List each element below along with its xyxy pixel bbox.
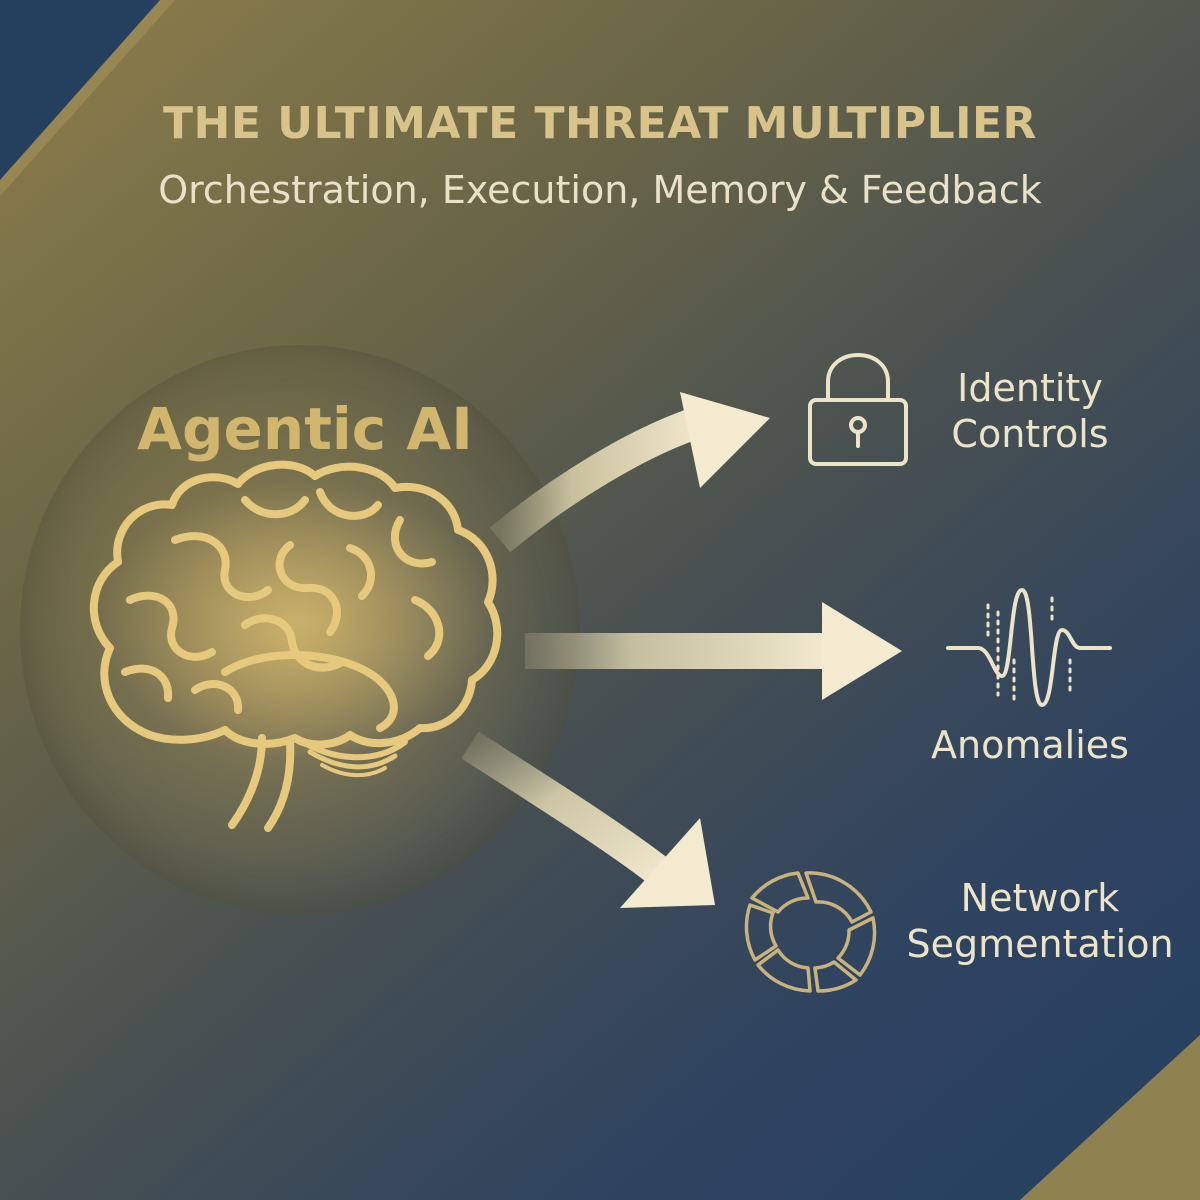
identity-line-1: Identity: [957, 366, 1103, 410]
network-line-1: Network: [960, 876, 1120, 920]
arrow-to-network-segmentation: [461, 731, 715, 908]
page-title: THE ULTIMATE THREAT MULTIPLIER: [163, 98, 1037, 149]
waveform-icon: [946, 588, 1112, 707]
padlock-icon: [808, 353, 908, 466]
page-subtitle: Orchestration, Execution, Memory & Feedb…: [158, 168, 1042, 212]
brain-icon: [89, 460, 502, 832]
output-label-anomalies: Anomalies: [915, 722, 1145, 768]
arrow-to-identity-controls: [489, 392, 770, 553]
network-line-2: Segmentation: [906, 922, 1174, 966]
arrow-to-anomalies: [525, 602, 902, 700]
anomalies-line-1: Anomalies: [931, 723, 1129, 767]
agentic-ai-label: Agentic AI: [137, 395, 473, 463]
segmented-ring-icon: [744, 871, 877, 993]
output-label-identity-controls: Identity Controls: [915, 365, 1145, 457]
output-label-network-segmentation: Network Segmentation: [895, 875, 1185, 967]
identity-line-2: Controls: [951, 412, 1109, 456]
